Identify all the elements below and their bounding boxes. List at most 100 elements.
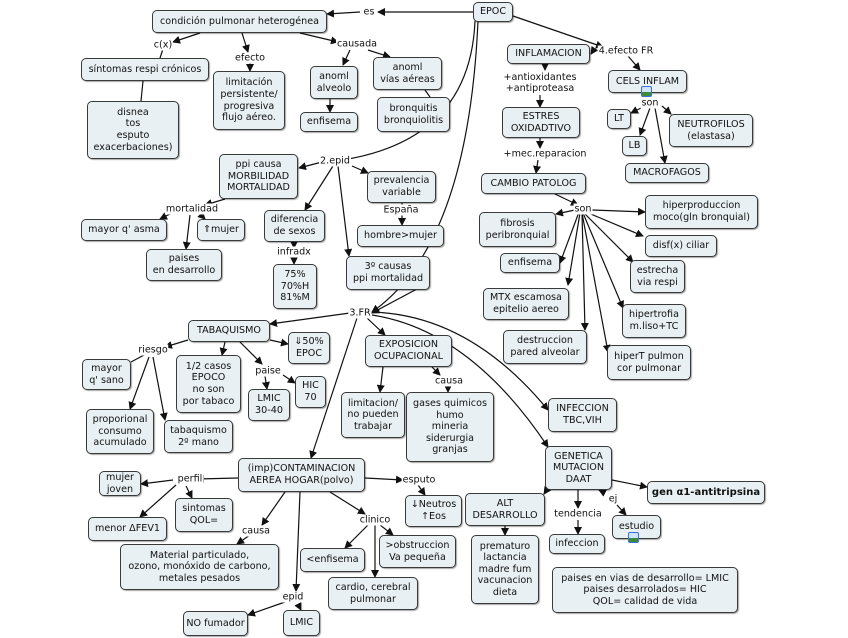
concept-node-nota[interactable]: paises en vias de desarrollo= LMIC paise… — [552, 567, 738, 613]
concept-node-mujer[interactable]: ⇑mujer — [197, 219, 245, 241]
concept-node-disf[interactable]: disf(x) ciliar — [645, 235, 717, 257]
concept-node-hipertrofia[interactable]: hipertrofia m.liso+TC — [622, 304, 686, 338]
concept-node-expo[interactable]: EXPOSICION OCUPACIONAL — [365, 335, 452, 367]
concept-node-hiperprod[interactable]: hiperproduccion moco(gln bronquial) — [645, 195, 758, 229]
connection-line — [140, 80, 144, 102]
concept-node-propor[interactable]: proporional consumo acumulado — [86, 409, 154, 454]
concept-node-lmic1[interactable]: LMIC 30-40 — [248, 389, 290, 421]
concept-node-cels[interactable]: CELS INFLAM — [608, 70, 687, 93]
connection-line — [298, 161, 323, 171]
concept-node-destr[interactable]: destruccion pared alveolar — [503, 330, 587, 364]
connection-line — [337, 165, 353, 257]
concept-node-cardio[interactable]: cardio, cerebral pulmonar — [328, 577, 418, 610]
connection-line — [565, 212, 581, 286]
concept-node-mujerjoven[interactable]: mujer joven — [99, 471, 141, 496]
link-label-espana: España — [382, 204, 420, 216]
concept-node-gen[interactable]: gen α1-antitripsina — [647, 481, 765, 504]
concept-node-mayorsano[interactable]: mayor q' sano — [82, 359, 131, 390]
concept-node-menorfev[interactable]: menor ΔFEV1 — [88, 517, 167, 541]
concept-node-mitad[interactable]: 1/2 casos EPOCO no son por tabaco — [176, 355, 241, 413]
connection-line — [598, 489, 608, 497]
concept-node-paises[interactable]: paises en desarrollo — [146, 249, 222, 281]
concept-node-infeccion1[interactable]: INFECCION TBC,VIH — [548, 398, 617, 432]
concept-node-fibrosis[interactable]: fibrosis peribronquial — [479, 212, 556, 247]
image-icon[interactable] — [628, 532, 639, 543]
connection-line — [326, 9, 361, 18]
concept-node-nofum[interactable]: NO fumador — [183, 611, 248, 636]
concept-node-neutro[interactable]: NEUTROFILOS (elastasa) — [669, 114, 753, 147]
concept-node-epoc[interactable]: EPOC — [473, 2, 513, 22]
concept-node-cond[interactable]: condición pulmonar heterogénea — [152, 10, 327, 33]
concept-node-dif[interactable]: diferencia de sexos — [264, 210, 325, 242]
concept-node-tercera[interactable]: 3º causas ppi mortalidad — [346, 256, 430, 290]
link-label-causada: causada — [335, 38, 379, 50]
concept-node-vias[interactable]: anoml vías aéreas — [373, 57, 442, 90]
link-label-son1: son — [640, 97, 660, 109]
concept-node-hm[interactable]: hombre>mujer — [357, 225, 444, 247]
concept-node-sint[interactable]: síntomas respi crónicos — [81, 58, 209, 81]
concept-node-limit[interactable]: limitación persistente/ progresiva flujo… — [213, 71, 285, 130]
concept-node-mayorasma[interactable]: mayor q' asma — [81, 219, 167, 241]
connection-line — [128, 356, 150, 410]
connection-line — [364, 475, 404, 484]
concept-node-lmic2[interactable]: LMIC — [283, 610, 320, 636]
concept-node-cambio[interactable]: CAMBIO PATOLOG — [481, 173, 586, 194]
concept-node-infeccion2[interactable]: infeccion — [549, 534, 605, 554]
concept-node-enf1[interactable]: enfisema — [300, 112, 358, 132]
connection-line — [239, 341, 263, 365]
image-icon[interactable] — [641, 86, 652, 97]
connection-line — [379, 524, 394, 536]
concept-node-estrecha[interactable]: estrecha via respi — [630, 260, 685, 293]
connection-line — [292, 491, 301, 592]
concept-node-lt[interactable]: LT — [607, 109, 631, 129]
connection-line — [152, 356, 168, 421]
concept-node-alveolo[interactable]: anoml alveolo — [310, 66, 358, 99]
concept-node-enf2[interactable]: enfisema — [500, 253, 560, 273]
connection-line — [196, 474, 239, 483]
concept-node-tabaq[interactable]: TABAQUISMO — [188, 320, 270, 342]
concept-node-inflam[interactable]: INFLAMACION — [507, 44, 590, 64]
concept-node-neutros[interactable]: ↓Neutros ↑Eos — [405, 495, 462, 527]
connection-line — [581, 212, 611, 353]
connection-line — [638, 107, 651, 136]
link-label-cx: c(x) — [152, 39, 174, 51]
concept-node-sintqol[interactable]: sintomas QOL= — [175, 498, 233, 532]
connection-line — [309, 317, 358, 459]
concept-node-prematuro[interactable]: prematuro lactancia madre fum vacunacion… — [471, 535, 539, 604]
connection-line — [371, 311, 549, 411]
concept-node-macro[interactable]: MACROFAGOS — [625, 163, 709, 183]
concept-node-mtx[interactable]: MTX escamosa epitelio aereo — [483, 288, 569, 320]
link-label-causa1: causa — [433, 375, 465, 387]
connection-line — [554, 193, 579, 206]
concept-node-genetica[interactable]: GENETICA MUTACION DAAT — [545, 446, 612, 490]
connection-line — [261, 375, 270, 390]
link-label-perfil: perfil — [176, 473, 204, 485]
concept-node-hiperT[interactable]: hiperT pulmon cor pulmonar — [607, 345, 691, 380]
concept-node-lb[interactable]: LB — [622, 136, 647, 156]
link-label-es: es — [362, 6, 376, 18]
concept-node-pct[interactable]: 75% 70%H 81%M — [273, 264, 317, 309]
concept-node-ppi[interactable]: ppi causa MORBILIDAD MORTALIDAD — [219, 154, 298, 199]
concept-node-bronq[interactable]: bronquitis bronquiolitis — [377, 97, 450, 132]
concept-node-contam[interactable]: (imp)CONTAMINACION AEREA HOGAR(polvo) — [238, 458, 365, 492]
connection-line — [172, 32, 201, 44]
connection-line — [590, 45, 599, 55]
connection-line — [417, 484, 426, 496]
concept-node-nopueden[interactable]: limitacion/ no pueden trabajar — [341, 392, 405, 438]
concept-node-estudio[interactable]: estudio — [612, 515, 661, 539]
concept-node-menosenf[interactable]: <enfisema — [300, 548, 365, 572]
concept-node-obstr[interactable]: >obstruccion Va pequeña — [379, 535, 456, 568]
concept-node-material[interactable]: Material particulado, ozono, monóxido de… — [120, 544, 279, 590]
concept-node-hic[interactable]: HIC 70 — [295, 376, 326, 408]
link-label-epid: epid — [281, 591, 305, 603]
concept-node-estres[interactable]: ESTRES OXIDADTIVO — [502, 107, 580, 138]
concept-node-prev[interactable]: prevalencia variable — [367, 171, 436, 203]
connection-line — [371, 314, 549, 448]
concept-node-gases[interactable]: gases quimicos humo mineria siderurgia g… — [406, 392, 494, 462]
concept-node-menos50[interactable]: ⇓50% EPOC — [288, 332, 330, 364]
link-label-efecto4: 4.efecto FR — [597, 45, 655, 57]
connection-line — [582, 212, 624, 309]
concept-node-altdes[interactable]: ALT DESARROLLO — [465, 493, 545, 526]
concept-node-segmano[interactable]: tabaquismo 2º mano — [164, 420, 233, 453]
concept-node-disnea[interactable]: disnea tos esputo exacerbaciones) — [87, 101, 179, 159]
